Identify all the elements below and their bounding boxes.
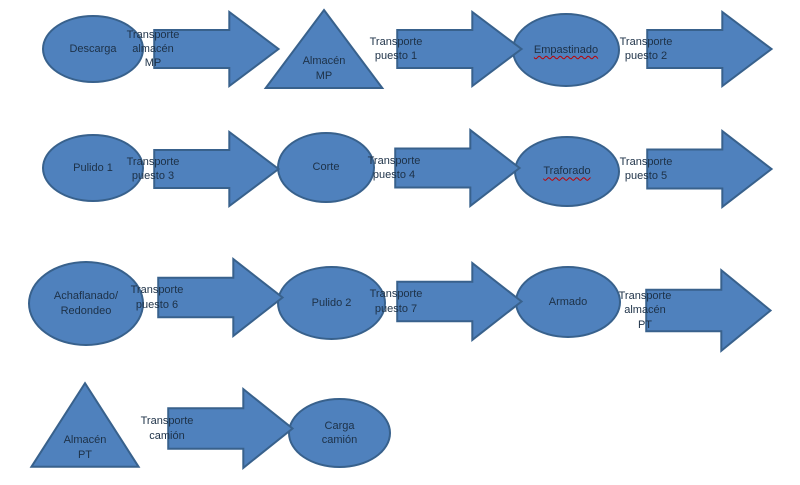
node-pulido-1[interactable]: Pulido 1: [42, 134, 144, 202]
connector-label: Transporte puesto 4: [367, 154, 421, 181]
node-empastinado[interactable]: Empastinado: [512, 13, 620, 87]
node-label: Almacén MP: [302, 55, 346, 82]
node-label: Pulido 1: [73, 161, 113, 174]
node-label: Traforado: [543, 165, 591, 178]
node-traforado[interactable]: Traforado: [514, 136, 620, 207]
connector-transporte-camion[interactable]: Transporte camión: [141, 387, 295, 470]
connector-label: Transporte camión: [140, 415, 194, 442]
node-armado[interactable]: Armado: [515, 266, 621, 338]
connector-transporte-puesto-4[interactable]: Transporte puesto 4: [368, 128, 522, 208]
node-almacen-mp[interactable]: Almacén MP: [262, 7, 386, 91]
node-label: Armado: [548, 295, 588, 308]
connector-label: Transporte puesto 2: [619, 35, 673, 62]
node-achaflanado-redondeo[interactable]: Achaflanado/ Redondeo: [28, 261, 144, 346]
triangle-shape: [262, 7, 386, 91]
node-label: Empastinado: [533, 43, 599, 56]
connector-label: Transporte almacén PT: [618, 290, 672, 331]
connector-transporte-puesto-2[interactable]: Transporte puesto 2: [620, 10, 774, 88]
right-arrow-shape: [645, 268, 773, 353]
connector-label: Transporte puesto 3: [126, 155, 180, 182]
connector-label: Transporte puesto 7: [369, 288, 423, 315]
right-arrow-shape: [157, 257, 285, 338]
connector-transporte-almacen-mp[interactable]: Transporte almacén MP: [127, 10, 281, 88]
connector-transporte-puesto-7[interactable]: Transporte puesto 7: [370, 261, 524, 342]
right-arrow-shape: [396, 10, 524, 88]
right-arrow-shape: [153, 10, 281, 88]
node-label: Achaflanado/ Redondeo: [53, 290, 119, 317]
right-arrow-shape: [646, 129, 774, 209]
connector-transporte-puesto-1[interactable]: Transporte puesto 1: [370, 10, 524, 88]
right-arrow-shape: [394, 128, 522, 208]
connector-label: Transporte puesto 6: [130, 284, 184, 311]
node-label: Pulido 2: [311, 296, 352, 309]
connector-transporte-puesto-3[interactable]: Transporte puesto 3: [127, 130, 281, 208]
node-label: Descarga: [69, 42, 117, 55]
node-descarga[interactable]: Descarga: [42, 15, 144, 83]
connector-transporte-puesto-6[interactable]: Transporte puesto 6: [131, 257, 285, 338]
node-almacen-pt[interactable]: Almacén PT: [28, 380, 142, 470]
connector-label: Transporte puesto 1: [369, 35, 423, 62]
node-label: Carga camión: [321, 419, 358, 446]
node-label: Almacén PT: [63, 434, 107, 461]
right-arrow-shape: [646, 10, 774, 88]
connector-transporte-almacen-pt[interactable]: Transporte almacén PT: [619, 268, 773, 353]
connector-label: Transporte almacén MP: [126, 28, 180, 70]
triangle-shape: [28, 380, 142, 470]
node-corte[interactable]: Corte: [277, 132, 375, 203]
node-pulido-2[interactable]: Pulido 2: [277, 266, 386, 340]
right-arrow-shape: [167, 387, 295, 470]
connector-label: Transporte puesto 5: [619, 155, 673, 182]
node-carga-camion[interactable]: Carga camión: [288, 398, 391, 468]
right-arrow-shape: [396, 261, 524, 342]
node-label: Corte: [312, 161, 340, 174]
right-arrow-shape: [153, 130, 281, 208]
connector-transporte-puesto-5[interactable]: Transporte puesto 5: [620, 129, 774, 209]
